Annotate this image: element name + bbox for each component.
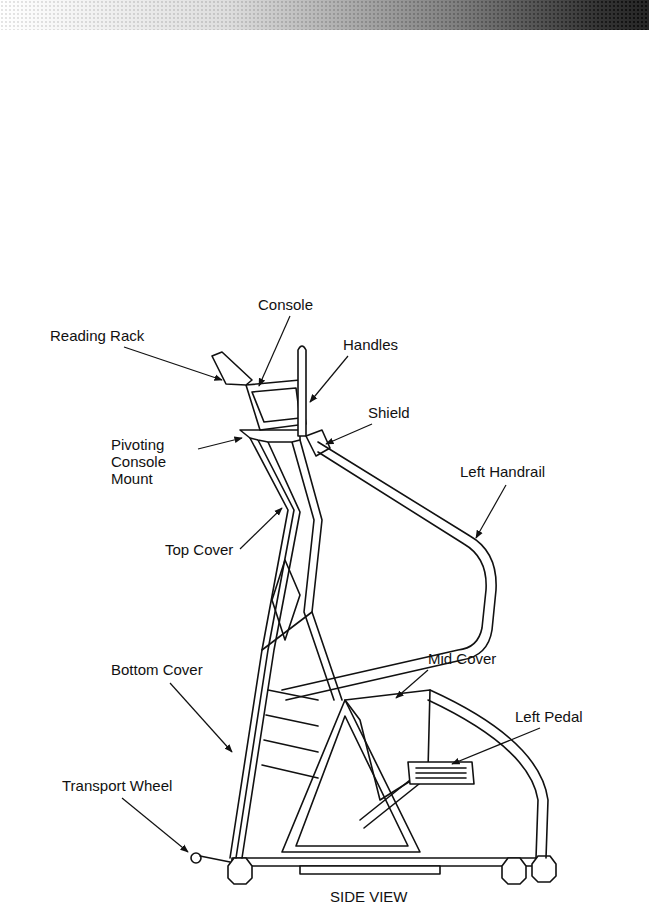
part-label: Left Handrail [460,463,545,480]
part-label: Mid Cover [428,650,496,667]
console-mount [240,430,300,442]
handles [298,346,306,436]
part-label: Shield [368,404,410,421]
part-label: Handles [343,336,398,353]
leader-lines [122,316,540,852]
header-band [0,0,649,30]
foot [228,858,252,884]
part-label: Transport Wheel [62,777,172,794]
view-caption: SIDE VIEW [330,888,408,905]
part-label: Bottom Cover [111,661,203,678]
base-rail [232,858,548,866]
part-label: Reading Rack [50,327,144,344]
part-label: Top Cover [165,541,233,558]
console [246,380,306,430]
reading-rack [212,352,252,385]
part-label: Left Pedal [515,708,583,725]
header-band-dots [0,0,649,30]
frame-triangle [282,700,420,852]
part-label: Pivoting Console Mount [111,436,211,487]
tower-back [230,438,288,858]
part-label: Console [258,296,313,313]
left-pedal [408,762,474,784]
transport-wheel [191,853,201,863]
left-handrail [286,442,496,700]
